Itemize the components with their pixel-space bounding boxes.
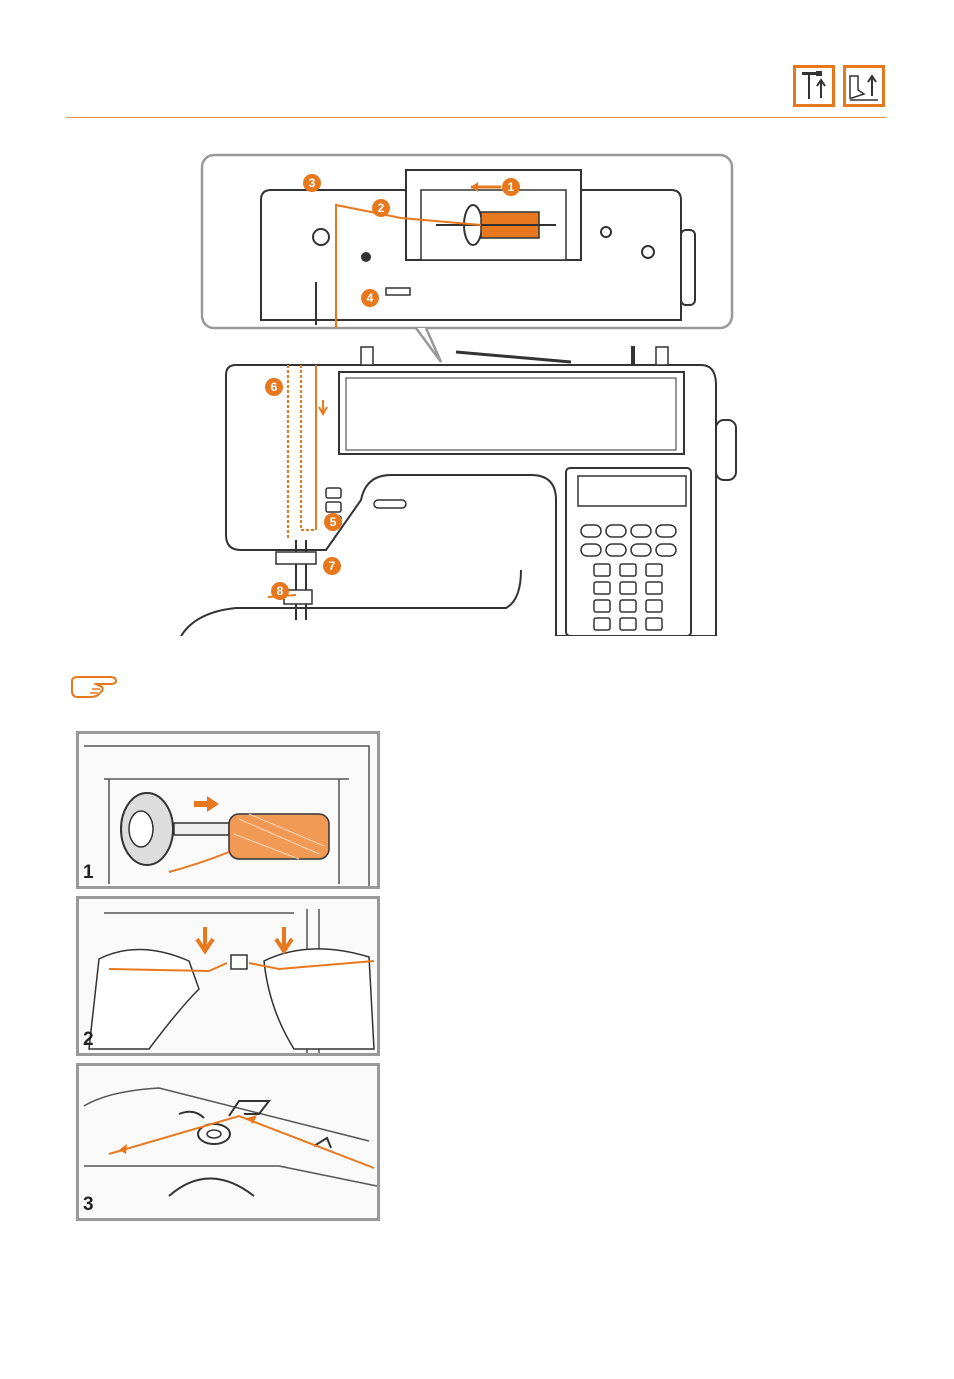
- callout-3: 3: [309, 176, 316, 190]
- callout-8: 8: [277, 584, 284, 598]
- pointing-hand-icon: [70, 673, 120, 699]
- header-rule: [66, 117, 886, 118]
- callout-4: 4: [367, 291, 374, 305]
- callout-5: 5: [330, 515, 337, 529]
- threading-diagram: 1 2 3 4 5 6 7 8: [176, 150, 742, 636]
- presser-foot-up-icon: [843, 65, 885, 107]
- step-panel-3: 3: [76, 1063, 380, 1221]
- callout-2: 2: [378, 201, 385, 215]
- callout-6: 6: [271, 380, 278, 394]
- callout-1: 1: [508, 180, 515, 194]
- step-number-2: 2: [83, 1029, 94, 1051]
- needle-up-icon: [793, 65, 835, 107]
- step-panel-2: 2: [76, 896, 380, 1056]
- step-panel-1: 1: [76, 731, 380, 889]
- step-number-3: 3: [83, 1194, 94, 1216]
- callout-7: 7: [329, 559, 336, 573]
- step-number-1: 1: [83, 862, 94, 884]
